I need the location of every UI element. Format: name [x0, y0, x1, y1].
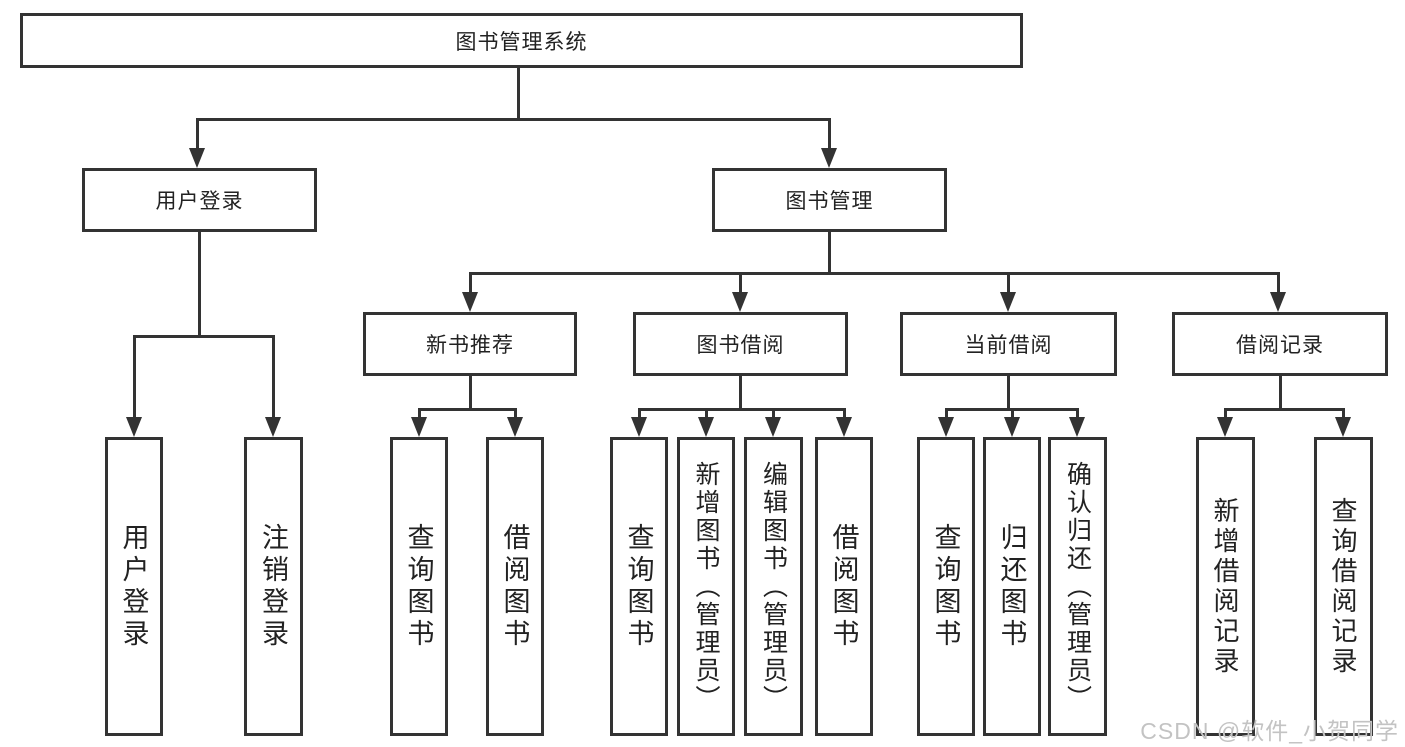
connector-line	[705, 408, 708, 420]
arrow-down-icon	[189, 148, 205, 168]
leaf-logout: 注销登录	[244, 437, 303, 736]
leaf-user-login: 用户登录	[105, 437, 163, 736]
connector-line	[1007, 272, 1010, 296]
leaf-borrow-books-recommend: 借阅图书	[486, 437, 544, 736]
arrow-down-icon	[765, 417, 781, 437]
arrow-down-icon	[836, 417, 852, 437]
connector-line	[469, 376, 472, 408]
connector-line	[638, 408, 641, 420]
arrow-down-icon	[411, 417, 427, 437]
connector-line	[517, 66, 520, 118]
arrow-down-icon	[265, 417, 281, 437]
connector-line	[739, 272, 742, 296]
arrow-down-icon	[1000, 292, 1016, 312]
connector-line	[1225, 408, 1344, 411]
connector-line	[843, 408, 846, 420]
connector-line	[419, 408, 516, 411]
connector-line	[272, 335, 275, 421]
leaf-return-books: 归还图书	[983, 437, 1041, 736]
arrow-down-icon	[631, 417, 647, 437]
connector-line	[639, 408, 845, 411]
connector-line	[945, 408, 948, 420]
connector-line	[197, 118, 831, 121]
connector-line	[1342, 408, 1345, 420]
node-borrow-records: 借阅记录	[1172, 312, 1388, 376]
connector-line	[1011, 408, 1014, 420]
leaf-borrow-books: 借阅图书	[815, 437, 873, 736]
connector-line	[1007, 376, 1010, 408]
connector-line	[470, 272, 1280, 275]
connector-line	[1279, 376, 1282, 408]
leaf-edit-books-admin: 编辑图书（管理员）	[744, 437, 803, 736]
leaf-query-books-borrow: 查询图书	[610, 437, 668, 736]
connector-line	[134, 335, 275, 338]
connector-line	[1224, 408, 1227, 420]
arrow-down-icon	[507, 417, 523, 437]
leaf-query-borrow-record: 查询借阅记录	[1314, 437, 1373, 736]
leaf-confirm-return-admin: 确认归还（管理员）	[1048, 437, 1107, 736]
arrow-down-icon	[1335, 417, 1351, 437]
arrow-down-icon	[938, 417, 954, 437]
arrow-down-icon	[1069, 417, 1085, 437]
leaf-query-books-current: 查询图书	[917, 437, 975, 736]
connector-line	[828, 232, 831, 272]
leaf-add-books-admin: 新增图书（管理员）	[677, 437, 735, 736]
connector-line	[196, 118, 199, 152]
arrow-down-icon	[1217, 417, 1233, 437]
connector-line	[1076, 408, 1079, 420]
connector-line	[772, 408, 775, 420]
arrow-down-icon	[1270, 292, 1286, 312]
connector-line	[828, 118, 831, 152]
arrow-down-icon	[1004, 417, 1020, 437]
connector-line	[514, 408, 517, 420]
arrow-down-icon	[698, 417, 714, 437]
arrow-down-icon	[821, 148, 837, 168]
node-user-login-branch: 用户登录	[82, 168, 317, 232]
arrow-down-icon	[462, 292, 478, 312]
connector-line	[469, 272, 472, 296]
arrow-down-icon	[732, 292, 748, 312]
connector-line	[418, 408, 421, 420]
connector-line	[739, 376, 742, 408]
connector-line	[1277, 272, 1280, 296]
connector-line	[133, 335, 136, 421]
node-library-system: 图书管理系统	[20, 13, 1023, 68]
node-new-book-recommend: 新书推荐	[363, 312, 577, 376]
leaf-query-books-recommend: 查询图书	[390, 437, 448, 736]
node-current-borrow: 当前借阅	[900, 312, 1117, 376]
watermark-text: CSDN @软件_小贺同学	[1140, 718, 1399, 744]
leaf-add-borrow-record: 新增借阅记录	[1196, 437, 1255, 736]
node-book-borrow: 图书借阅	[633, 312, 848, 376]
connector-line	[198, 232, 201, 335]
arrow-down-icon	[126, 417, 142, 437]
node-book-management: 图书管理	[712, 168, 947, 232]
